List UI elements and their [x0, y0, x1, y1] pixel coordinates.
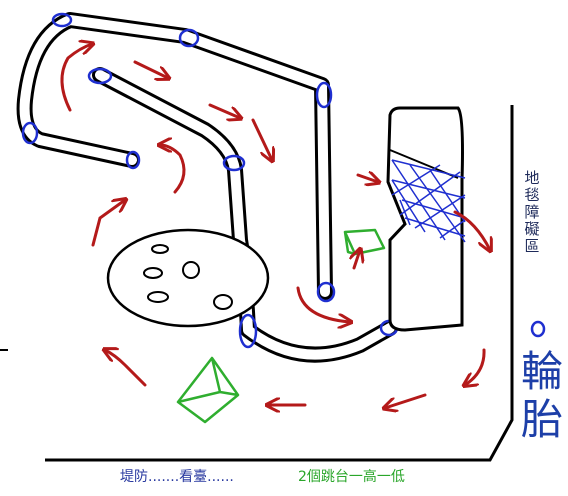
arrow-icon	[133, 60, 168, 78]
ramp-low-icon	[343, 228, 386, 256]
arrow-icon	[91, 200, 125, 247]
platform-hole-icon	[147, 291, 169, 303]
obstacle-outline	[386, 106, 464, 332]
platform-hole-icon	[182, 261, 200, 279]
net-mesh-icon	[391, 159, 466, 243]
arrow-icon	[356, 175, 378, 182]
arrow-icon	[160, 145, 186, 194]
arrow-icon	[385, 393, 427, 408]
tire-marker-icon	[530, 320, 546, 338]
platform-hole-icon	[143, 267, 163, 279]
tire-label: 輪胎	[520, 347, 563, 444]
joint-oval-icon	[315, 81, 333, 109]
arrow-icon	[354, 250, 360, 270]
boundary-lines	[0, 105, 514, 462]
joint-oval-icon	[238, 313, 258, 349]
arrow-icon	[251, 118, 272, 160]
direction-arrows	[60, 44, 490, 408]
arrow-icon	[105, 350, 147, 387]
arrow-icon	[208, 103, 240, 118]
joint-oval-icon	[51, 12, 73, 28]
arrow-icon	[60, 44, 92, 112]
carpet-obstacle	[386, 106, 466, 332]
track-joints	[21, 12, 546, 349]
arrow-icon	[453, 210, 490, 250]
field-boundary-right	[45, 105, 514, 462]
arrow-icon	[465, 348, 486, 385]
levee-stands-label: 堤防.......看臺......	[120, 469, 234, 485]
ramps	[176, 228, 386, 424]
round-platform	[106, 228, 270, 328]
arrow-icon	[296, 286, 350, 322]
joint-oval-icon	[222, 154, 246, 172]
ramp-high-icon	[176, 356, 240, 424]
joint-oval-icon	[178, 28, 200, 48]
joint-oval-icon	[21, 121, 39, 145]
joint-oval-icon	[316, 281, 336, 303]
joint-oval-icon	[125, 150, 141, 170]
ramps-label: 2個跳台一高一低	[298, 469, 405, 485]
platform-hole-icon	[213, 294, 233, 310]
platform-hole-icon	[151, 244, 169, 254]
joint-oval-icon	[87, 67, 113, 85]
obstacle-zone-label: 地毯障礙區	[524, 169, 540, 255]
